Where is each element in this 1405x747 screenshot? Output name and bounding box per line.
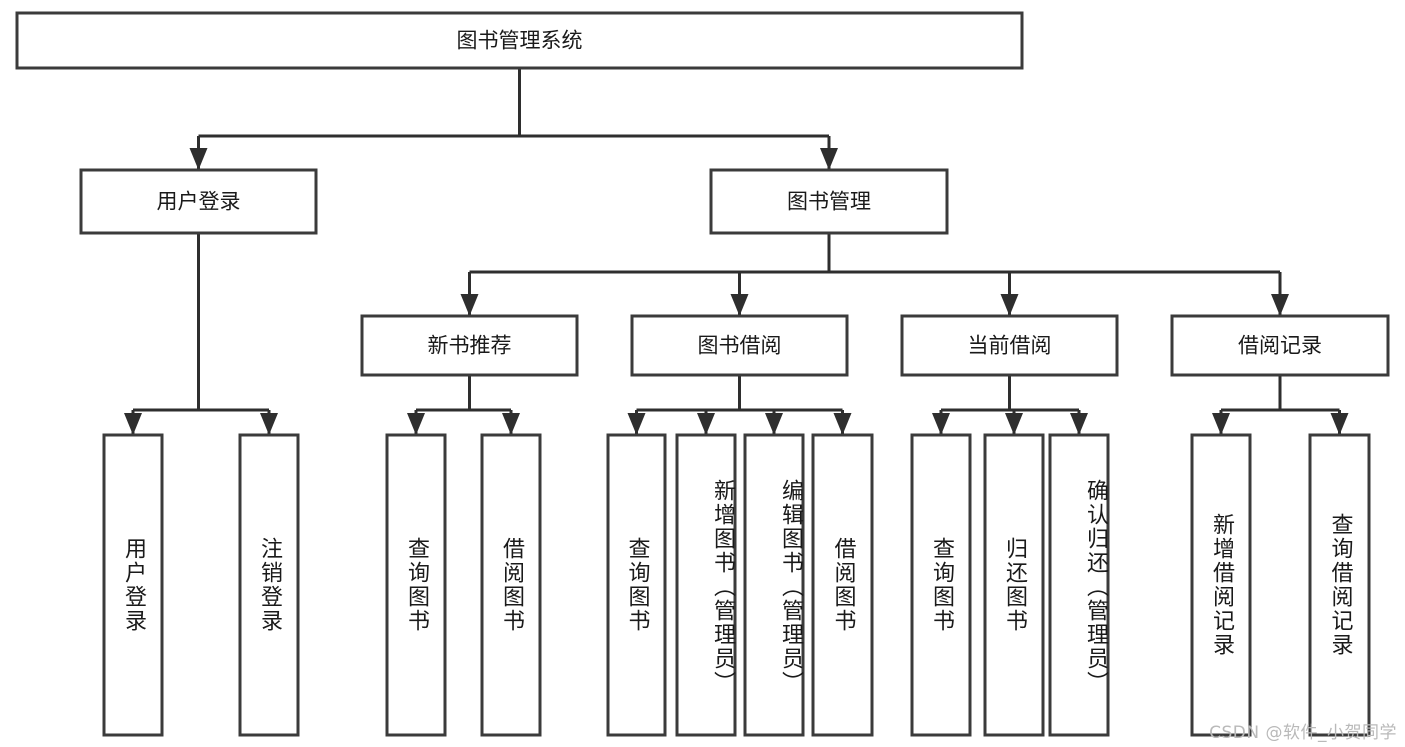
g1-arrow-2 bbox=[765, 413, 783, 435]
leaf-box-6[interactable] bbox=[743, 433, 805, 737]
g1-arrow-0 bbox=[627, 413, 646, 435]
node-root-label: 图书管理系统 bbox=[457, 29, 583, 53]
leaf-box-2[interactable] bbox=[385, 433, 447, 737]
leaf-box-5[interactable] bbox=[675, 433, 737, 737]
leaf-box-8[interactable] bbox=[910, 433, 972, 737]
g2-arrow-1 bbox=[1005, 413, 1023, 435]
leaf-box-12[interactable] bbox=[1308, 433, 1371, 737]
leaf-box-3[interactable] bbox=[480, 433, 542, 737]
node-新书推荐-label: 新书推荐 bbox=[428, 334, 512, 358]
g3-arrow-1 bbox=[1330, 413, 1349, 435]
g0-arrow-1 bbox=[502, 413, 520, 435]
node-当前借阅[interactable] bbox=[900, 314, 1119, 377]
node-借阅记录[interactable] bbox=[1170, 314, 1390, 377]
node-用户登录-label: 用户登录 bbox=[157, 190, 241, 214]
g2-arrow-2 bbox=[1070, 413, 1088, 435]
leaf-box-9[interactable] bbox=[983, 433, 1045, 737]
leaf-box-4[interactable] bbox=[606, 433, 667, 737]
watermark-text: CSDN @软件_小贺同学 bbox=[1209, 723, 1397, 743]
node-新书推荐[interactable] bbox=[360, 314, 579, 377]
node-图书管理-label: 图书管理 bbox=[787, 190, 871, 214]
g1-arrow-3 bbox=[833, 413, 852, 435]
node-用户登录[interactable] bbox=[79, 168, 318, 235]
leaf-box-1[interactable] bbox=[238, 433, 300, 737]
node-图书借阅-label: 图书借阅 bbox=[698, 334, 782, 358]
box-layer bbox=[15, 11, 1390, 737]
root-arrow-1 bbox=[820, 148, 838, 170]
node-借阅记录-label: 借阅记录 bbox=[1238, 334, 1322, 358]
connector-layer bbox=[124, 68, 1349, 435]
node-root-图书管理系统[interactable] bbox=[15, 11, 1024, 70]
user-login-arrow-1 bbox=[260, 413, 278, 435]
book-mgmt-arrow-0 bbox=[460, 294, 479, 316]
node-当前借阅-label: 当前借阅 bbox=[968, 334, 1052, 358]
book-mgmt-arrow-2 bbox=[1000, 294, 1019, 316]
g3-arrow-0 bbox=[1212, 413, 1230, 435]
user-login-arrow-0 bbox=[124, 413, 142, 435]
node-图书管理[interactable] bbox=[709, 168, 949, 235]
book-mgmt-arrow-3 bbox=[1271, 294, 1289, 316]
g2-arrow-0 bbox=[932, 413, 950, 435]
leaf-box-7[interactable] bbox=[811, 433, 874, 737]
g0-arrow-0 bbox=[407, 413, 425, 435]
g1-arrow-1 bbox=[697, 413, 715, 435]
leaf-box-0[interactable] bbox=[102, 433, 164, 737]
node-图书借阅[interactable] bbox=[630, 314, 849, 377]
book-mgmt-arrow-1 bbox=[730, 294, 749, 316]
root-arrow-0 bbox=[189, 148, 208, 170]
leaf-box-10[interactable] bbox=[1048, 433, 1110, 737]
leaf-box-11[interactable] bbox=[1190, 433, 1252, 737]
